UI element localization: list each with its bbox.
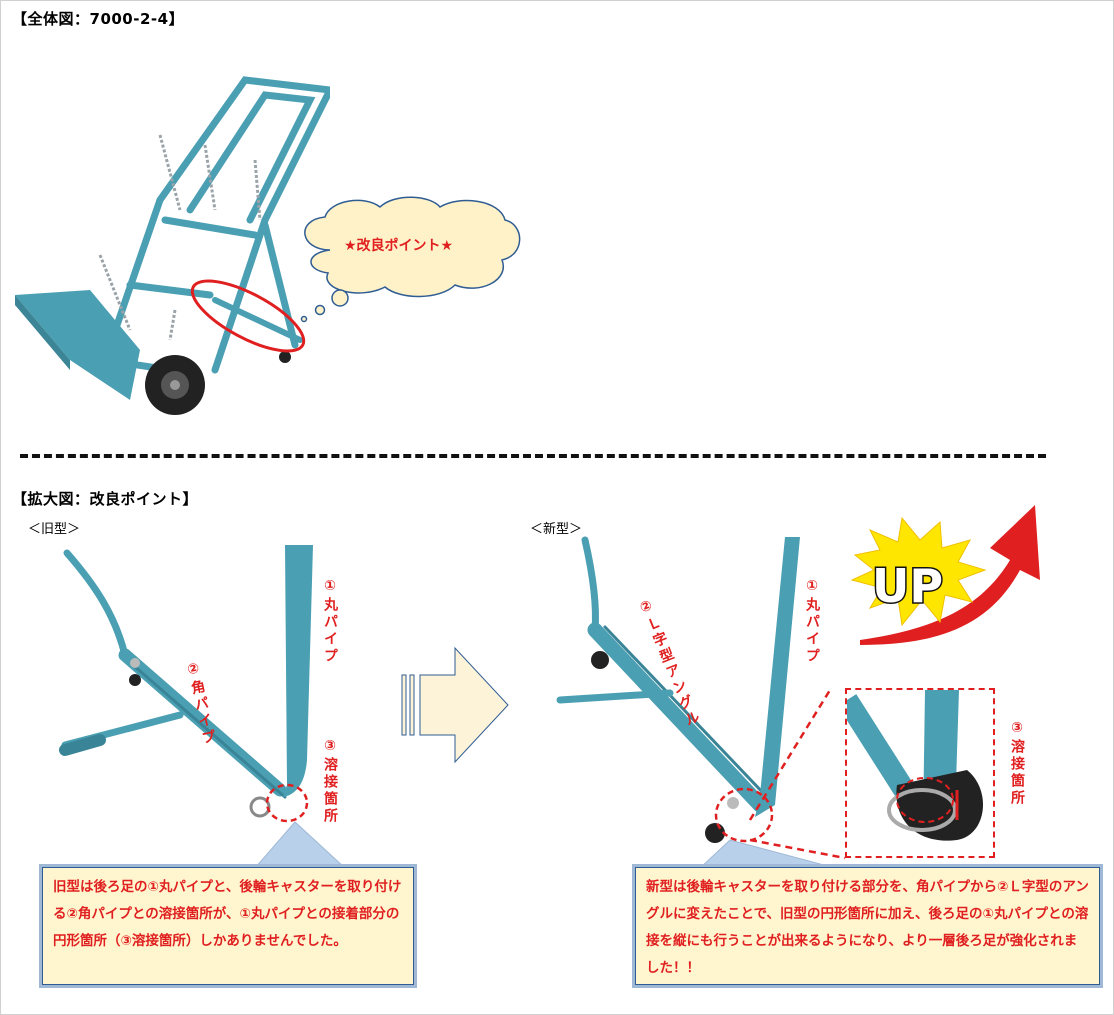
old-model-detail-image bbox=[59, 545, 313, 818]
cloud-label: ★改良ポイント★ bbox=[344, 238, 454, 254]
section-divider bbox=[20, 454, 1046, 458]
zoom-connector-lines bbox=[748, 689, 846, 860]
new-model-detail-image bbox=[556, 536, 800, 843]
detail-heading: 【拡大図：改良ポイント】 bbox=[12, 490, 199, 508]
up-badge-icon: UP bbox=[850, 505, 1040, 645]
old-note-pointer bbox=[255, 821, 347, 869]
thought-cloud bbox=[300, 196, 521, 323]
old-pipe-label: ①丸パイプ bbox=[322, 578, 338, 665]
old-weld-circle bbox=[265, 783, 309, 823]
new-weld-label: ③溶接箇所 bbox=[1009, 720, 1025, 807]
zoom-inset-image bbox=[847, 690, 984, 841]
old-model-label: ＜旧型＞ bbox=[28, 522, 81, 537]
new-weld-circle bbox=[714, 787, 774, 843]
new-pipe-label: ①丸パイプ bbox=[804, 578, 820, 665]
new-model-note: 新型は後輪キャスターを取り付ける部分を、角パイプから②Ｌ字型のアングルに変えたこ… bbox=[635, 867, 1100, 985]
old-weld-label: ③溶接箇所 bbox=[322, 738, 338, 825]
new-note-pointer bbox=[700, 839, 836, 869]
cart-overview-image bbox=[15, 76, 330, 415]
up-text: UP bbox=[872, 559, 943, 613]
overview-heading: 【全体図：7000-2-4】 bbox=[12, 10, 185, 28]
zoom-inset bbox=[845, 688, 995, 858]
new-model-label: ＜新型＞ bbox=[530, 522, 583, 537]
old-model-note: 旧型は後ろ足の①丸パイプと、後輪キャスターを取り付ける②角パイプとの溶接箇所が、… bbox=[42, 867, 414, 985]
transition-arrow bbox=[401, 646, 509, 764]
improvement-highlight-ellipse bbox=[190, 279, 306, 353]
